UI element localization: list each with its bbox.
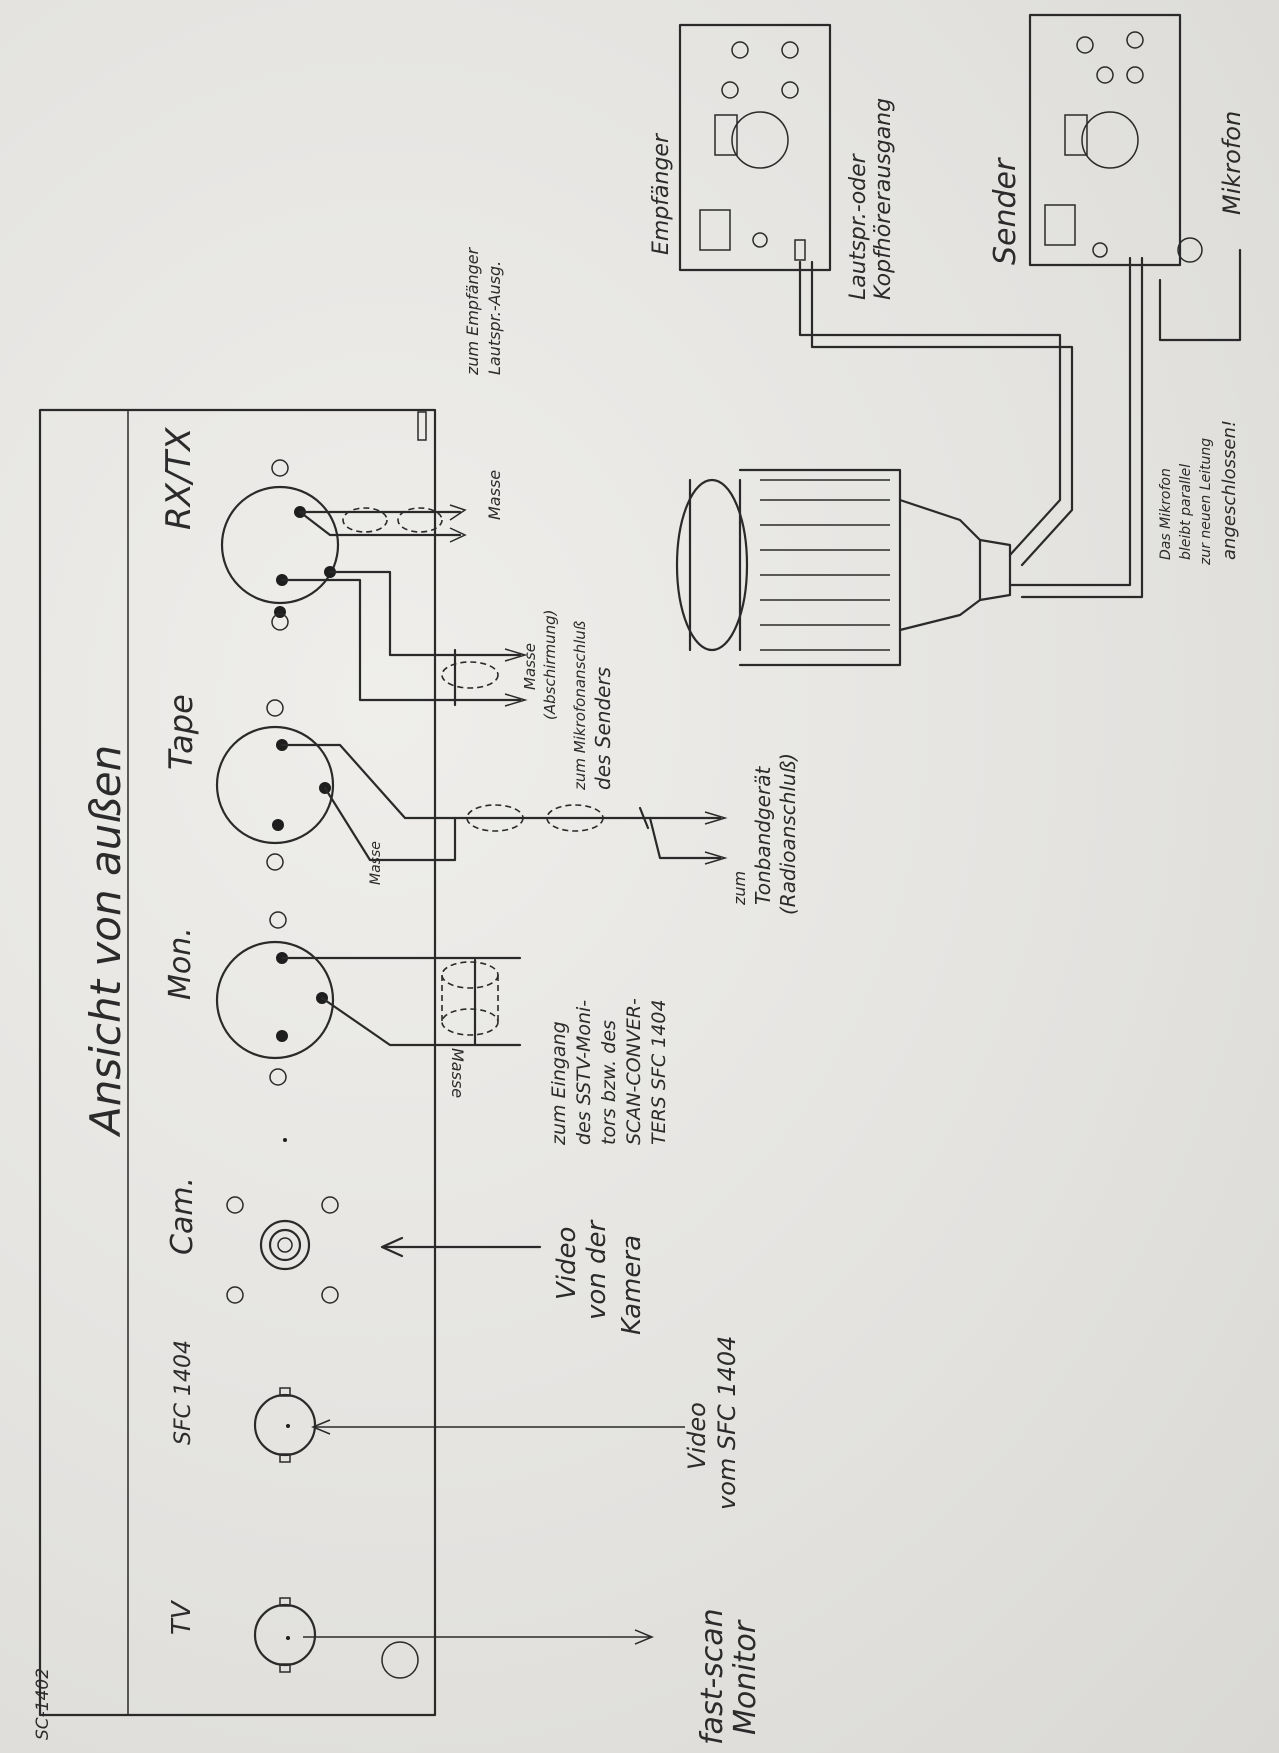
panel-title: Ansicht von außen (81, 745, 130, 1138)
mon-connector (215, 911, 335, 1142)
zum-empfaenger-2: Lautspr.-Ausg. (485, 261, 504, 375)
zum-eingang-5: TERS SFC 1404 (648, 999, 670, 1145)
masse-abschirmung-2: (Abschirmung) (541, 609, 559, 720)
video-sfc-1: Video (683, 1402, 711, 1470)
transmitter-device (1028, 13, 1203, 267)
mikro-note-2: bleibt parallel (1178, 464, 1194, 560)
lautspr-label-1: Lautspr.-oder (846, 152, 871, 300)
video-sfc-2: vom SFC 1404 (713, 1336, 741, 1510)
cam-connector (226, 1196, 339, 1304)
zum-eingang-3: tors bzw. des (598, 1020, 620, 1145)
label-sfc: SFC 1404 (171, 1340, 196, 1445)
video-kamera-3: Kamera (617, 1235, 647, 1335)
sfc-connector (253, 1387, 317, 1463)
panel-mark (417, 411, 427, 441)
mikro-note-3: zur neuen Leitung (1198, 438, 1214, 566)
masse-abschirmung-1: Masse (521, 643, 539, 690)
tape-connector (215, 699, 335, 871)
panel-screw (381, 1641, 419, 1679)
zum-tonband-2: Tonbandgerät (751, 766, 775, 905)
tv-connector (253, 1597, 317, 1673)
panel-face (127, 409, 436, 1716)
lautspr-label-2: Kopfhörerausgang (871, 98, 896, 300)
zum-empfaenger-1: zum Empfänger (463, 246, 482, 376)
rxtx-wiring (280, 504, 528, 707)
tape-masse-label: Masse (368, 841, 384, 885)
label-rxtx: RX/TX (159, 427, 199, 530)
zum-tonband-3: (Radioanschluß) (776, 753, 800, 915)
fast-scan-1: fast-scan (695, 1608, 730, 1745)
empfaenger-label: Empfänger (649, 132, 674, 255)
sender-label: Sender (988, 157, 1023, 265)
zum-mikrofon-2: des Senders (591, 667, 615, 790)
mikrofon-label: Mikrofon (1218, 111, 1246, 215)
tape-wiring: Masse (280, 743, 728, 885)
zum-eingang-2: des SSTV-Moni- (573, 1000, 595, 1145)
video-kamera-1: Video (552, 1227, 582, 1300)
zum-eingang-1: zum Eingang (548, 1021, 570, 1146)
mon-masse-label: Masse (448, 1048, 467, 1098)
document-id: SC-1402 (33, 1668, 53, 1740)
zum-eingang-4: SCAN-CONVER- (623, 998, 645, 1145)
panel-arrows (303, 1236, 685, 1645)
rxtx-connector (220, 459, 340, 631)
cables (798, 248, 1242, 599)
video-kamera-2: von der (582, 1218, 612, 1320)
zum-tonband-1: zum (730, 871, 749, 906)
label-tape: Tape (162, 694, 200, 770)
rxtx-masse-label: Masse (485, 470, 504, 520)
label-tv: TV (167, 1599, 197, 1635)
mikro-note-1: Das Mikrofon (1158, 468, 1174, 560)
plug-sketch (675, 468, 1012, 667)
fast-scan-2: Monitor (728, 1619, 763, 1735)
zum-mikrofon-1: zum Mikrofonanschluß (571, 621, 589, 791)
label-mon: Mon. (163, 927, 198, 1000)
mikro-note-4: angeschlossen! (1219, 420, 1240, 560)
mon-wiring: Masse (280, 956, 522, 1098)
receiver-device (678, 23, 832, 272)
label-cam: Cam. (165, 1177, 200, 1255)
